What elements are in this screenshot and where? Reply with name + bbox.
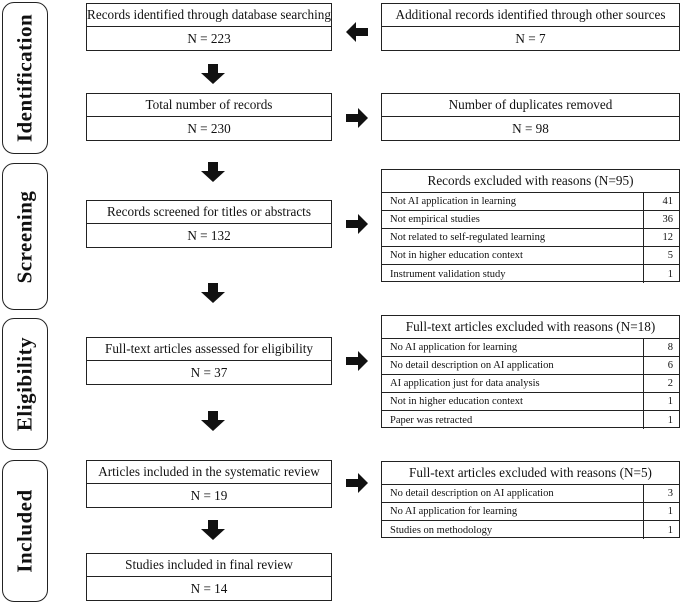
row-value: 36 <box>662 214 674 225</box>
arrow-down-icon <box>201 64 225 84</box>
table-row: AI application just for data analysis 2 <box>382 375 679 393</box>
arrow-left-icon <box>346 22 368 42</box>
row-label: Paper was retracted <box>382 411 644 429</box>
arrow-right-icon <box>346 108 368 128</box>
other-sources-box: Additional records identified through ot… <box>381 3 680 51</box>
final-review-count: N = 14 <box>190 580 228 596</box>
stage-included: Included <box>2 460 48 602</box>
row-label: Not in higher education context <box>382 393 644 410</box>
screening-exclusions-title: Records excluded with reasons (N=95) <box>382 170 679 193</box>
included-review-count: N = 19 <box>190 487 228 503</box>
arrow-right-icon <box>346 351 368 371</box>
table-row: No detail description on AI application … <box>382 357 679 375</box>
other-sources-title: Additional records identified through ot… <box>382 4 679 27</box>
row-value: 8 <box>667 342 673 353</box>
stage-eligibility: Eligibility <box>2 318 48 450</box>
row-label: AI application just for data analysis <box>382 375 644 392</box>
table-row: Not empirical studies 36 <box>382 211 679 229</box>
stage-label-included: Included <box>12 489 37 573</box>
table-row: Not in higher education context 5 <box>382 247 679 265</box>
row-label: No AI application for learning <box>382 339 644 356</box>
eligibility-exclusions-title: Full-text articles excluded with reasons… <box>382 316 679 339</box>
table-row: No AI application for learning 1 <box>382 503 679 521</box>
stage-label-eligibility: Eligibility <box>12 336 37 432</box>
other-sources-count: N = 7 <box>515 30 546 46</box>
table-row: Studies on methodology 1 <box>382 521 679 539</box>
screened-title: Records screened for titles or abstracts <box>87 201 331 224</box>
total-records-box: Total number of records N = 230 <box>86 93 332 141</box>
row-value: 1 <box>667 414 673 426</box>
assessed-title: Full-text articles assessed for eligibil… <box>87 338 331 361</box>
duplicates-box: Number of duplicates removed N = 98 <box>381 93 680 141</box>
duplicates-title: Number of duplicates removed <box>382 94 679 117</box>
row-label: Not AI application in learning <box>382 193 644 210</box>
arrow-right-icon <box>346 214 368 234</box>
stage-label-identification: Identification <box>12 13 37 143</box>
row-value: 3 <box>667 488 673 499</box>
screening-exclusions-table: Records excluded with reasons (N=95) Not… <box>381 169 680 283</box>
final-review-title: Studies included in final review <box>87 554 331 577</box>
stage-screening: Screening <box>2 163 48 310</box>
final-review-box: Studies included in final review N = 14 <box>86 553 332 601</box>
arrow-down-icon <box>201 283 225 303</box>
arrow-down-icon <box>201 411 225 431</box>
table-row: Not in higher education context 1 <box>382 393 679 411</box>
stage-identification: Identification <box>2 2 48 154</box>
included-review-title: Articles included in the systematic revi… <box>87 461 331 484</box>
row-label: No AI application for learning <box>382 503 644 520</box>
total-records-count: N = 230 <box>187 120 231 136</box>
included-exclusions-title: Full-text articles excluded with reasons… <box>382 462 679 485</box>
screened-count: N = 132 <box>187 227 231 243</box>
db-search-box: Records identified through database sear… <box>86 3 332 51</box>
included-review-box: Articles included in the systematic revi… <box>86 460 332 508</box>
total-records-title: Total number of records <box>87 94 331 117</box>
duplicates-count: N = 98 <box>512 120 549 136</box>
row-value: 6 <box>667 360 673 371</box>
assessed-count: N = 37 <box>190 364 228 380</box>
table-row: No AI application for learning 8 <box>382 339 679 357</box>
row-value: 1 <box>667 268 673 280</box>
row-value: 1 <box>667 506 673 517</box>
row-label: Studies on methodology <box>382 521 644 539</box>
row-label: Not related to self-regulated learning <box>382 229 644 246</box>
row-label: No detail description on AI application <box>382 357 644 374</box>
db-search-count: N = 223 <box>187 30 231 46</box>
eligibility-exclusions-table: Full-text articles excluded with reasons… <box>381 315 680 429</box>
row-value: 2 <box>667 378 673 389</box>
screened-box: Records screened for titles or abstracts… <box>86 200 332 248</box>
row-label: No detail description on AI application <box>382 485 644 502</box>
included-exclusions-table: Full-text articles excluded with reasons… <box>381 461 680 539</box>
row-value: 12 <box>662 232 674 243</box>
row-label: Instrument validation study <box>382 265 644 283</box>
row-value: 5 <box>667 250 673 261</box>
table-row: Instrument validation study 1 <box>382 265 679 283</box>
db-search-title: Records identified through database sear… <box>87 4 331 27</box>
assessed-box: Full-text articles assessed for eligibil… <box>86 337 332 385</box>
arrow-down-icon <box>201 162 225 182</box>
row-label: Not in higher education context <box>382 247 644 264</box>
arrow-right-icon <box>346 473 368 493</box>
table-row: Paper was retracted 1 <box>382 411 679 429</box>
row-value: 41 <box>662 196 674 207</box>
row-value: 1 <box>667 524 673 536</box>
stage-label-screening: Screening <box>12 190 37 283</box>
row-label: Not empirical studies <box>382 211 644 228</box>
row-value: 1 <box>667 396 673 407</box>
table-row: Not related to self-regulated learning 1… <box>382 229 679 247</box>
table-row: Not AI application in learning 41 <box>382 193 679 211</box>
table-row: No detail description on AI application … <box>382 485 679 503</box>
arrow-down-icon <box>201 520 225 540</box>
